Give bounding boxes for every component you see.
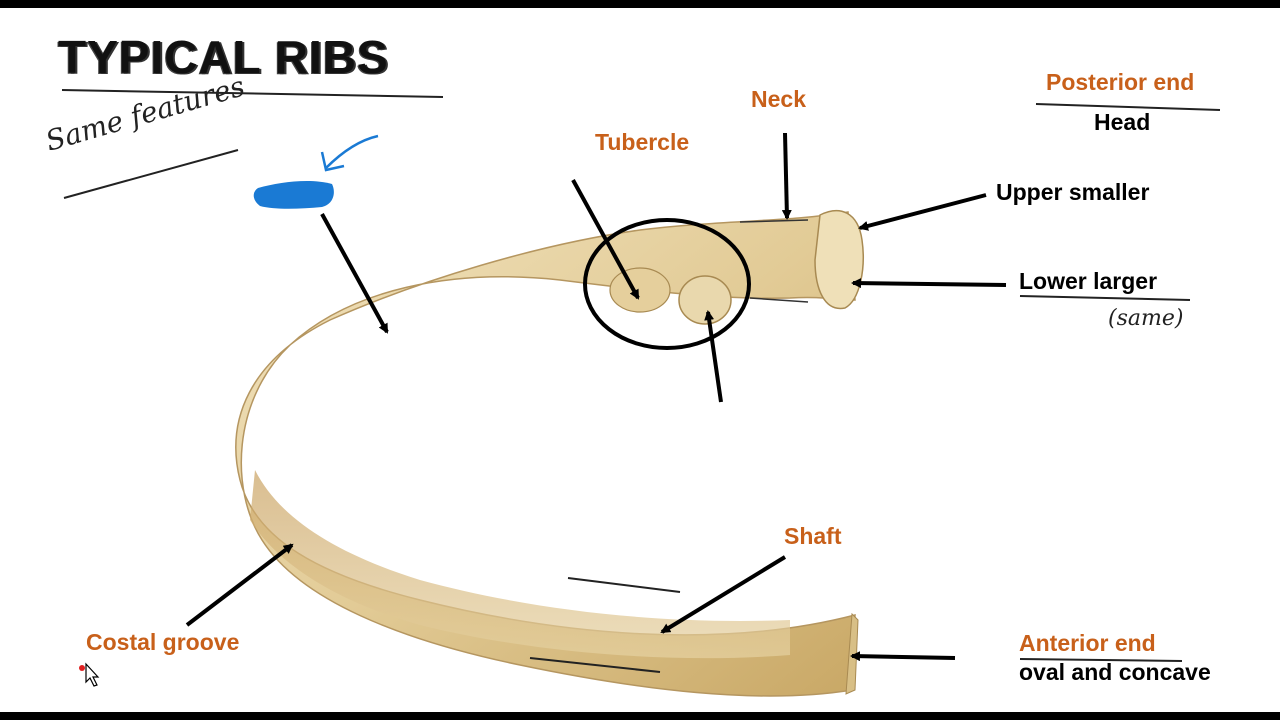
handwritten-note-same: (same) bbox=[1108, 306, 1184, 331]
tubercle-highlight-circle bbox=[583, 218, 751, 350]
arrow-lower-larger bbox=[851, 278, 1007, 289]
arrow-anterior-end bbox=[850, 651, 956, 662]
lower-larger-underline bbox=[1019, 295, 1191, 301]
label-upper-smaller: Upper smaller bbox=[996, 179, 1150, 205]
label-oval-and-concave: oval and concave bbox=[1019, 659, 1211, 685]
costal-groove-shading bbox=[250, 470, 790, 659]
shaft-mark-upper bbox=[567, 577, 681, 593]
arrow-neck bbox=[781, 132, 792, 220]
note-underline bbox=[63, 149, 239, 199]
arrow-tubercle-2 bbox=[704, 310, 723, 403]
shaft-mark-lower bbox=[529, 657, 661, 673]
rib-bone bbox=[235, 211, 856, 697]
posterior-end-underline bbox=[1035, 103, 1221, 111]
arrow-to-bone-upper bbox=[320, 213, 389, 334]
page-title: TYPICAL RIBS bbox=[58, 31, 389, 83]
rib-diagram bbox=[61, 89, 1221, 697]
rib-head bbox=[814, 210, 864, 310]
title-underline bbox=[61, 89, 444, 98]
neck-mark bbox=[739, 219, 809, 223]
mouse-pointer-icon bbox=[85, 662, 100, 687]
tubercle-knob bbox=[609, 267, 671, 313]
blue-arrow-stroke bbox=[325, 134, 379, 169]
arrow-tubercle-1 bbox=[571, 179, 640, 300]
label-head: Head bbox=[1094, 109, 1151, 135]
tubercle-facet bbox=[678, 275, 732, 325]
laser-dot bbox=[79, 665, 85, 671]
arrow-costal-groove bbox=[185, 543, 294, 627]
neck-mark-lower bbox=[749, 297, 809, 303]
anterior-end-underline bbox=[1019, 658, 1183, 662]
arrow-shaft bbox=[660, 555, 787, 634]
label-anterior-end: Anterior end bbox=[1019, 630, 1156, 656]
blue-highlight-mark bbox=[253, 181, 334, 209]
slide: TYPICAL RIBS Same features Neck Tubercle… bbox=[0, 8, 1280, 712]
label-posterior-end: Posterior end bbox=[1046, 69, 1195, 95]
arrow-upper-smaller bbox=[858, 193, 987, 231]
label-shaft: Shaft bbox=[784, 523, 842, 549]
label-costal-groove: Costal groove bbox=[86, 629, 240, 655]
label-tubercle: Tubercle bbox=[595, 129, 690, 155]
label-neck: Neck bbox=[751, 86, 806, 112]
label-lower-larger: Lower larger bbox=[1019, 268, 1158, 294]
blue-arrow-head bbox=[320, 151, 345, 172]
